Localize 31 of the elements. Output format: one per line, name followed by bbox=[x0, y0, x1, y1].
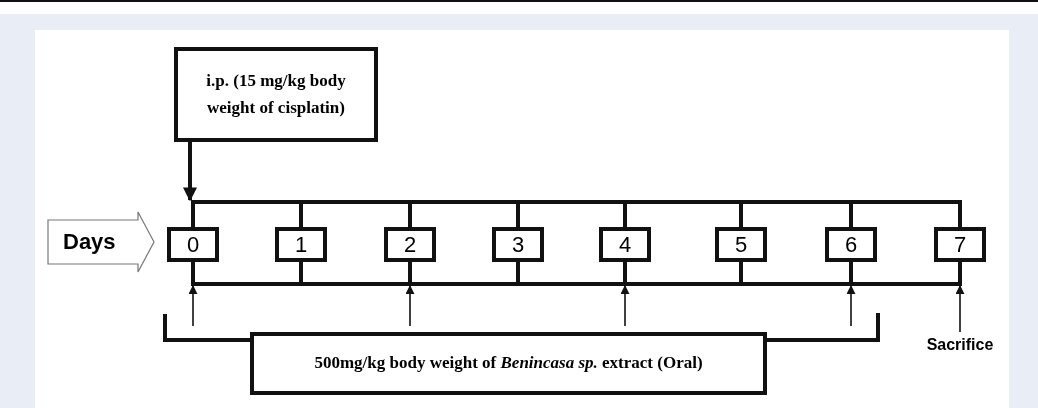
event-label: Sacrifice bbox=[926, 335, 994, 355]
day-number: 7 bbox=[953, 233, 967, 256]
day-box bbox=[934, 227, 986, 262]
day-number: 1 bbox=[294, 233, 308, 256]
day-number: 5 bbox=[734, 233, 748, 256]
block-arrow bbox=[47, 211, 155, 273]
treatment-text: 500mg/kg body weight of Benincasa sp. extract (Oral) bbox=[313, 352, 704, 375]
timeline-rail bbox=[191, 282, 962, 286]
day-number: 2 bbox=[403, 233, 417, 256]
treatment-text: i.p. (15 mg/kg body weight of cisplatin) bbox=[205, 70, 347, 119]
arrow bbox=[183, 142, 197, 202]
arrow bbox=[846, 285, 856, 327]
day-box bbox=[599, 227, 651, 262]
arrow bbox=[188, 285, 198, 327]
day-box bbox=[167, 227, 219, 262]
day-box bbox=[492, 227, 544, 262]
day-box bbox=[384, 227, 436, 262]
day-number: 4 bbox=[618, 233, 632, 256]
note-box bbox=[174, 47, 378, 142]
day-number: 3 bbox=[511, 233, 525, 256]
arrow bbox=[955, 285, 965, 333]
timeline-rail bbox=[191, 200, 962, 204]
arrow bbox=[620, 285, 630, 327]
day-box bbox=[715, 227, 767, 262]
note-box bbox=[250, 332, 767, 395]
axis-label: Days bbox=[62, 229, 116, 255]
day-box bbox=[825, 227, 877, 262]
arrow bbox=[405, 285, 415, 327]
day-box bbox=[275, 227, 327, 262]
day-number: 0 bbox=[186, 233, 200, 256]
day-number: 6 bbox=[844, 233, 858, 256]
